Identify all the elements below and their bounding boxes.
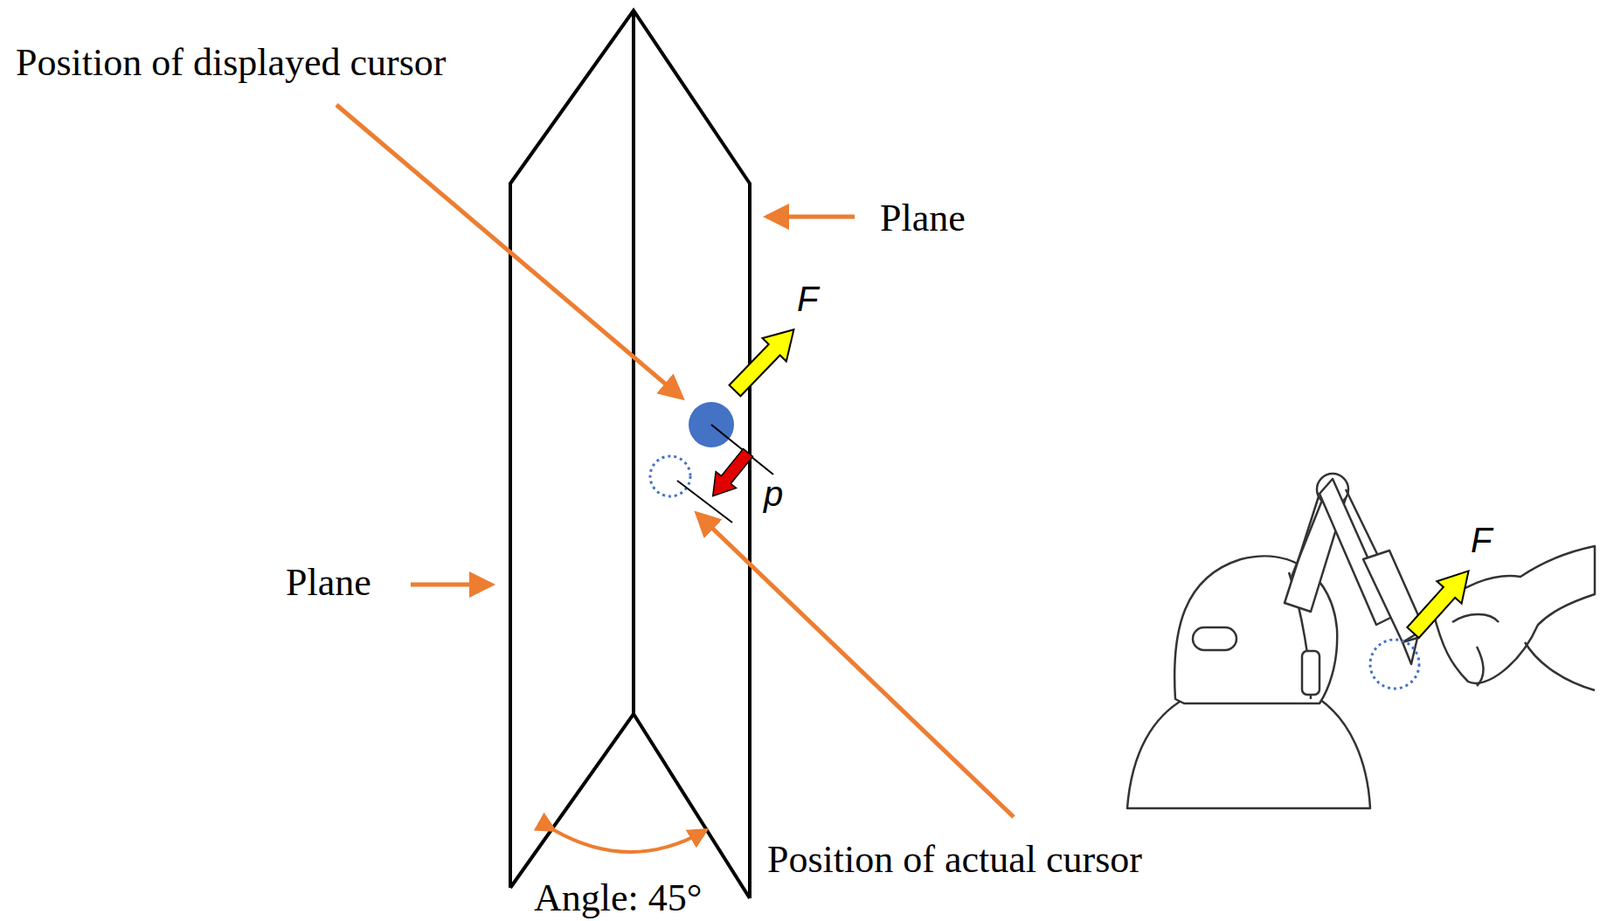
leader-arrows <box>336 104 1014 818</box>
offset-arrow <box>702 444 759 506</box>
haptic-device <box>1127 473 1595 809</box>
angle-arc <box>554 830 707 852</box>
callout-label: Position of displayed cursor <box>15 43 447 83</box>
force-symbol: F <box>796 281 818 317</box>
dimension-ticks <box>677 424 774 523</box>
planes-outline <box>510 10 750 899</box>
force-symbol: F <box>1470 522 1492 558</box>
callout-label: Position of actual cursor <box>767 840 1143 880</box>
actual-cursor-device <box>1370 639 1420 689</box>
plane-label: Plane <box>285 563 372 603</box>
plane-label: Plane <box>879 199 966 238</box>
force-arrow-device <box>1400 560 1482 645</box>
actual-cursor <box>650 456 691 497</box>
angle-label: Angle: 45° <box>533 879 702 918</box>
force-arrow <box>722 318 806 402</box>
offset-symbol: p <box>763 476 783 512</box>
